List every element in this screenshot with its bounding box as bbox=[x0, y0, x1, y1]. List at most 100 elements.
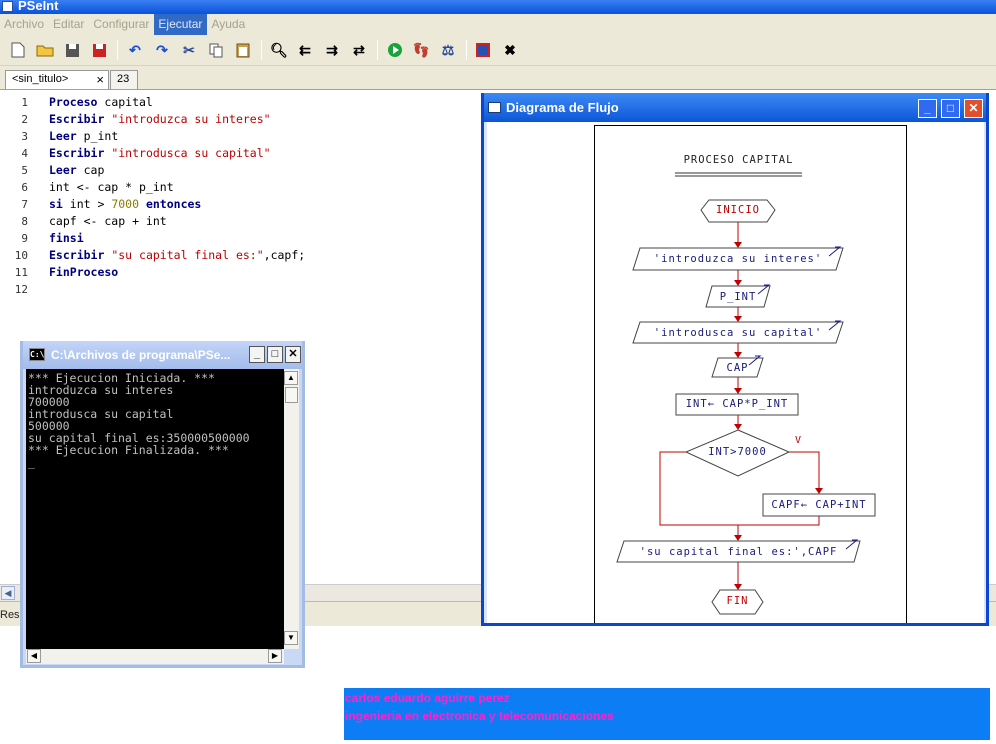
menu-configurar[interactable]: Configurar bbox=[93, 17, 150, 31]
keyword: Escribir bbox=[49, 248, 105, 262]
scroll-left-icon[interactable]: ◀ bbox=[27, 649, 41, 663]
menu-archivo[interactable]: Archivo bbox=[4, 17, 45, 31]
line-number: 8 bbox=[21, 215, 28, 228]
line-number: 1 bbox=[21, 96, 28, 109]
app-title-bar: PSeInt bbox=[0, 0, 996, 14]
minimize-button[interactable]: _ bbox=[249, 346, 265, 363]
code-text: ,capf; bbox=[263, 248, 306, 262]
help-icon[interactable] bbox=[472, 39, 494, 61]
flowchart-start: INICIO bbox=[716, 204, 760, 216]
open-folder-icon[interactable] bbox=[34, 39, 56, 61]
flowchart-end: FIN bbox=[726, 595, 749, 607]
flowchart-header: PROCESO CAPITAL bbox=[683, 154, 794, 166]
scroll-down-icon[interactable]: ▼ bbox=[284, 631, 298, 645]
tab-23[interactable]: 23 bbox=[110, 70, 138, 89]
app-title: PSeInt bbox=[18, 0, 59, 13]
new-file-icon[interactable] bbox=[7, 39, 29, 61]
run-icon[interactable] bbox=[384, 39, 406, 61]
code-line[interactable]: capf <- cap + int bbox=[49, 214, 167, 228]
line-number: 3 bbox=[21, 130, 28, 143]
keyword: si bbox=[49, 197, 63, 211]
code-line[interactable]: Escribir "su capital final es:",capf; bbox=[49, 248, 305, 262]
code-line[interactable]: FinProceso bbox=[49, 265, 118, 279]
code-line[interactable]: Proceso capital bbox=[49, 95, 153, 109]
flowchart-output-2: 'introdusca su capital' bbox=[653, 327, 823, 339]
minimize-button[interactable]: _ bbox=[918, 99, 937, 118]
find-icon[interactable]: 🔍︎ bbox=[270, 41, 288, 58]
code-text: cap bbox=[76, 163, 105, 177]
close-button[interactable]: ✕ bbox=[285, 346, 301, 363]
code-line[interactable]: Escribir "introdusca su capital" bbox=[49, 146, 271, 160]
tab-close-icon[interactable]: × bbox=[96, 72, 104, 87]
maximize-button[interactable]: □ bbox=[267, 346, 283, 363]
console-icon: C:\ bbox=[29, 348, 45, 361]
window-icon bbox=[488, 102, 501, 113]
save-icon[interactable] bbox=[61, 39, 83, 61]
menu-editar[interactable]: Editar bbox=[53, 17, 85, 31]
find-previous-icon[interactable]: ⇇ bbox=[299, 41, 311, 58]
console-window[interactable]: C:\ C:\Archivos de programa\PSe... _ □ ✕… bbox=[20, 341, 305, 668]
tab-sin-titulo[interactable]: <sin_titulo> × bbox=[5, 70, 109, 89]
code-text: capf <- cap + int bbox=[49, 214, 167, 228]
line-number: 11 bbox=[14, 266, 28, 279]
results-label: Res bbox=[0, 609, 20, 621]
scroll-up-icon[interactable]: ▲ bbox=[284, 371, 298, 385]
code-line[interactable]: Leer cap bbox=[49, 163, 104, 177]
toolbar-separator bbox=[466, 40, 467, 60]
flowchart-input-2: CAP bbox=[726, 362, 749, 374]
scroll-right-icon[interactable]: ▶ bbox=[268, 649, 282, 663]
cut-icon[interactable]: ✂ bbox=[183, 41, 195, 58]
code-line[interactable]: finsi bbox=[49, 231, 84, 245]
maximize-button[interactable]: □ bbox=[941, 99, 960, 118]
save-as-icon[interactable] bbox=[88, 39, 110, 61]
number-literal: 7000 bbox=[111, 197, 140, 211]
keyword: FinProceso bbox=[49, 265, 119, 279]
code-line[interactable]: si int > 7000 entonces bbox=[49, 197, 201, 211]
menu-ayuda[interactable]: Ayuda bbox=[211, 17, 246, 31]
author-name: carlos eduardo aguirre perez bbox=[345, 691, 510, 705]
flowchart-title-bar[interactable]: Diagrama de Flujo bbox=[484, 93, 986, 122]
console-title: C:\Archivos de programa\PSe... bbox=[51, 348, 231, 362]
code-line[interactable]: Escribir "introduzca su interes" bbox=[49, 112, 271, 126]
line-number: 12 bbox=[14, 283, 28, 296]
copy-icon[interactable] bbox=[205, 39, 227, 61]
line-number: 7 bbox=[21, 198, 28, 211]
console-horizontal-scrollbar[interactable]: ◀ ▶ bbox=[26, 649, 284, 664]
flowchart-canvas: PROCESO CAPITAL INICIO 'introduzca su in… bbox=[487, 122, 984, 623]
replace-icon[interactable]: ⇄ bbox=[353, 41, 365, 58]
console-vertical-scrollbar[interactable]: ▲ ▼ bbox=[284, 369, 299, 649]
string-literal: "introduzca su interes" bbox=[111, 112, 271, 126]
toolbar-separator bbox=[261, 40, 262, 60]
code-line[interactable]: Leer p_int bbox=[49, 129, 118, 143]
flowchart-window[interactable]: Diagrama de Flujo _ □ ✕ bbox=[481, 93, 989, 626]
code-text: capital bbox=[97, 95, 153, 109]
keyword: Escribir bbox=[49, 112, 105, 126]
flowchart-title: Diagrama de Flujo bbox=[506, 100, 619, 115]
line-number: 9 bbox=[21, 232, 28, 245]
flowchart-decision: INT>7000 bbox=[708, 446, 767, 458]
flowchart-icon[interactable]: ⚖ bbox=[441, 41, 455, 58]
paste-icon[interactable] bbox=[232, 39, 254, 61]
tab-bar: <sin_titulo> × 23 bbox=[0, 66, 996, 90]
tab-label: 23 bbox=[117, 73, 130, 85]
flowchart-assign-1: INT← CAP*P_INT bbox=[685, 398, 789, 410]
toolbar-separator bbox=[117, 40, 118, 60]
menu-ejecutar[interactable]: Ejecutar bbox=[154, 14, 208, 35]
scroll-left-icon[interactable]: ◀ bbox=[1, 586, 15, 600]
flowchart-output-3: 'su capital final es:',CAPF bbox=[639, 546, 838, 558]
keyword: finsi bbox=[49, 231, 84, 245]
close-program-icon[interactable]: ✖ bbox=[504, 41, 516, 58]
line-number: 4 bbox=[21, 147, 28, 160]
console-output[interactable]: *** Ejecucion Iniciada. *** introduzca s… bbox=[26, 369, 284, 649]
find-next-icon[interactable]: ⇉ bbox=[326, 41, 338, 58]
step-run-icon[interactable]: 👣︎ bbox=[412, 41, 430, 58]
code-text: int <- cap * p_int bbox=[49, 180, 174, 194]
flowchart-assign-2: CAPF← CAP+INT bbox=[771, 499, 867, 511]
code-line[interactable]: int <- cap * p_int bbox=[49, 180, 174, 194]
undo-icon[interactable]: ↶ bbox=[129, 41, 141, 58]
close-button[interactable]: ✕ bbox=[964, 99, 983, 118]
scroll-thumb[interactable] bbox=[285, 387, 298, 403]
redo-icon[interactable]: ↷ bbox=[156, 41, 168, 58]
flowchart-svg bbox=[616, 172, 876, 615]
